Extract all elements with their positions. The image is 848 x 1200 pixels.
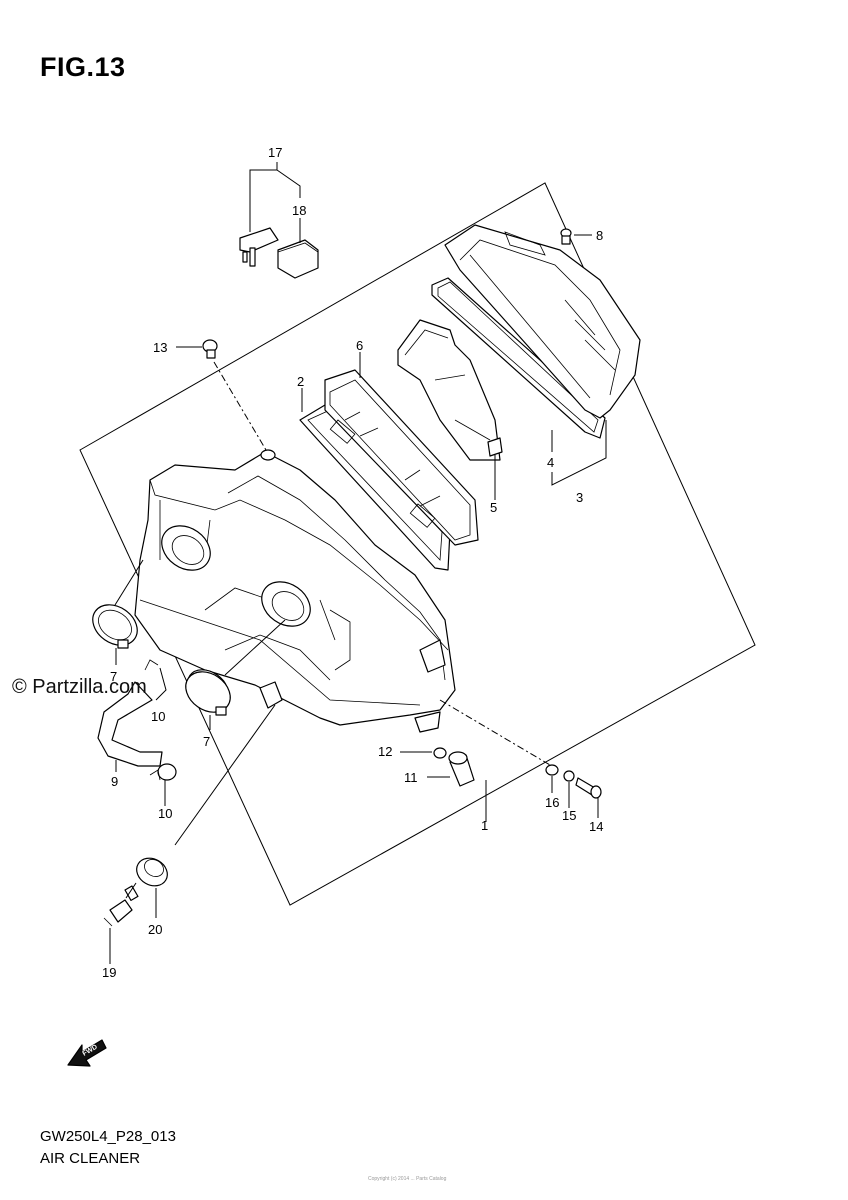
- assembly-boundary: [79, 182, 756, 906]
- callout-7-lower: 7: [203, 734, 210, 749]
- air-filter-element: [324, 369, 479, 546]
- callout-10-upper: 10: [151, 709, 165, 724]
- fwd-arrow-icon: FWD: [67, 1039, 107, 1067]
- gasket-4: [431, 277, 606, 439]
- callout-10-lower: 10: [158, 806, 172, 821]
- bolt-13: [202, 339, 218, 359]
- watermark: © Partzilla.com: [12, 676, 147, 698]
- callout-2: 2: [297, 374, 304, 389]
- cleaner-cover: [444, 224, 641, 419]
- clip-10-upper: [144, 659, 159, 671]
- nut-15: [563, 770, 575, 782]
- clamp-7-lower: [185, 671, 231, 716]
- callout-7-upper: 7: [110, 669, 117, 684]
- callout-5: 5: [490, 500, 497, 515]
- callout-1: 1: [481, 818, 488, 833]
- callout-12: 12: [378, 744, 392, 759]
- bolt-14: [575, 777, 602, 799]
- callout-3: 3: [576, 490, 583, 505]
- screw-8: [560, 228, 572, 245]
- callout-4: 4: [547, 455, 554, 470]
- callout-20: 20: [148, 922, 162, 937]
- figure-code: GW250L4_P28_013: [40, 1128, 176, 1145]
- intake-duct: [397, 319, 503, 461]
- callout-17: 17: [268, 145, 282, 160]
- callout-16: 16: [545, 795, 559, 810]
- cover-18: [277, 239, 319, 279]
- callout-18: 18: [292, 203, 306, 218]
- washer-16: [545, 764, 559, 776]
- figure-title: FIG.13: [40, 52, 126, 82]
- callout-6: 6: [356, 338, 363, 353]
- clamp-7-upper: [92, 604, 138, 649]
- callout-11: 11: [404, 770, 418, 785]
- figure-name: AIR CLEANER: [40, 1150, 141, 1167]
- sensor-19: [103, 885, 139, 927]
- fineprint: Copyright (c) 2014 ... Parts Catalog: [368, 1176, 447, 1182]
- cap-12: [433, 747, 447, 759]
- callout-8: 8: [596, 228, 603, 243]
- callout-14: 14: [589, 819, 603, 834]
- callout-13: 13: [153, 340, 167, 355]
- grommet-20: [136, 857, 168, 887]
- callout-9: 9: [111, 774, 118, 789]
- callout-19: 19: [102, 965, 116, 980]
- callout-15: 15: [562, 808, 576, 823]
- clip-10-lower: [157, 763, 177, 781]
- drain-hose-9: [97, 681, 163, 767]
- sensor-17: [239, 227, 279, 267]
